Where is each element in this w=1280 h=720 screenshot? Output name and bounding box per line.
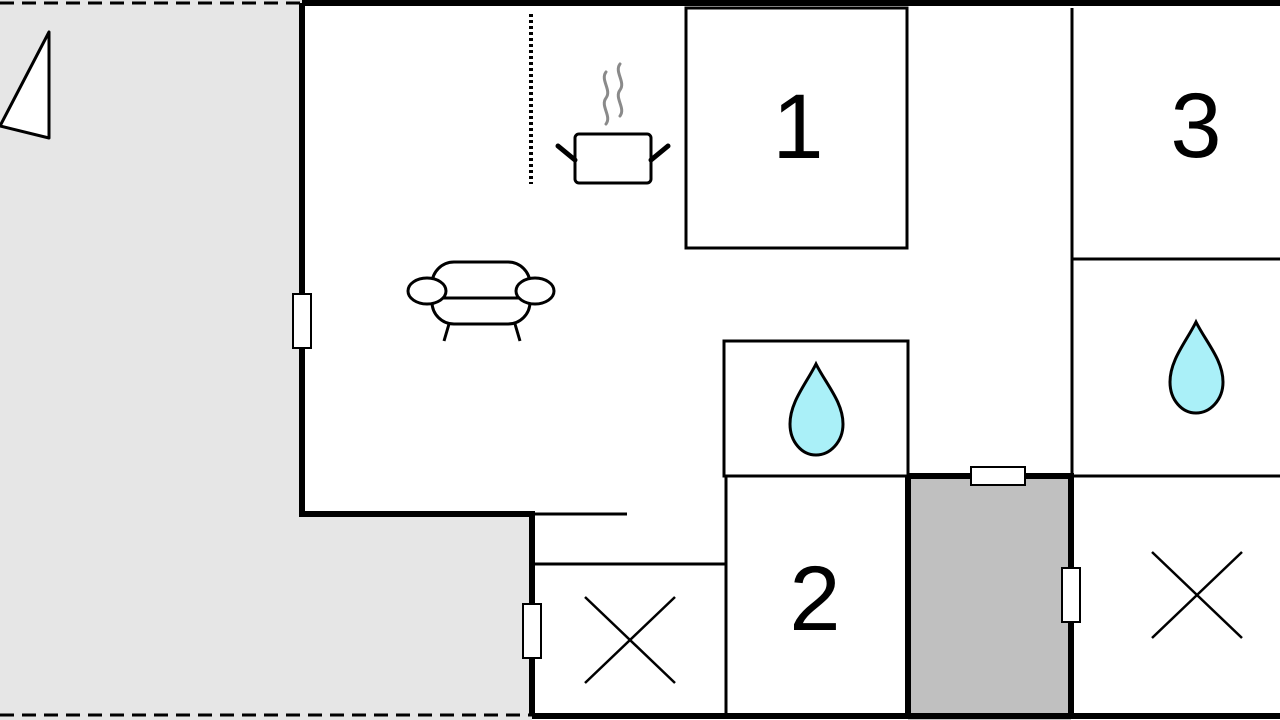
window-storage-west — [522, 603, 542, 659]
sofa-icon — [406, 260, 556, 342]
window-living-west — [292, 293, 312, 349]
interior-walls — [534, 6, 1280, 716]
outdoor-terrace — [0, 0, 532, 720]
cooking-pot-icon — [555, 62, 671, 185]
cross-icon — [1151, 551, 1243, 639]
room-label-2: 2 — [789, 548, 840, 650]
room-label-3: 3 — [1170, 75, 1221, 177]
north-arrow-icon — [0, 30, 51, 140]
room-label-1: 1 — [772, 76, 823, 178]
windows — [292, 293, 1081, 659]
cross-icon — [584, 596, 676, 684]
water-drop-icon — [788, 360, 845, 457]
window-utility-east — [1061, 567, 1081, 623]
utility-room — [908, 476, 1071, 720]
window-utility-north — [970, 466, 1026, 486]
water-drop-icon — [1168, 318, 1225, 415]
